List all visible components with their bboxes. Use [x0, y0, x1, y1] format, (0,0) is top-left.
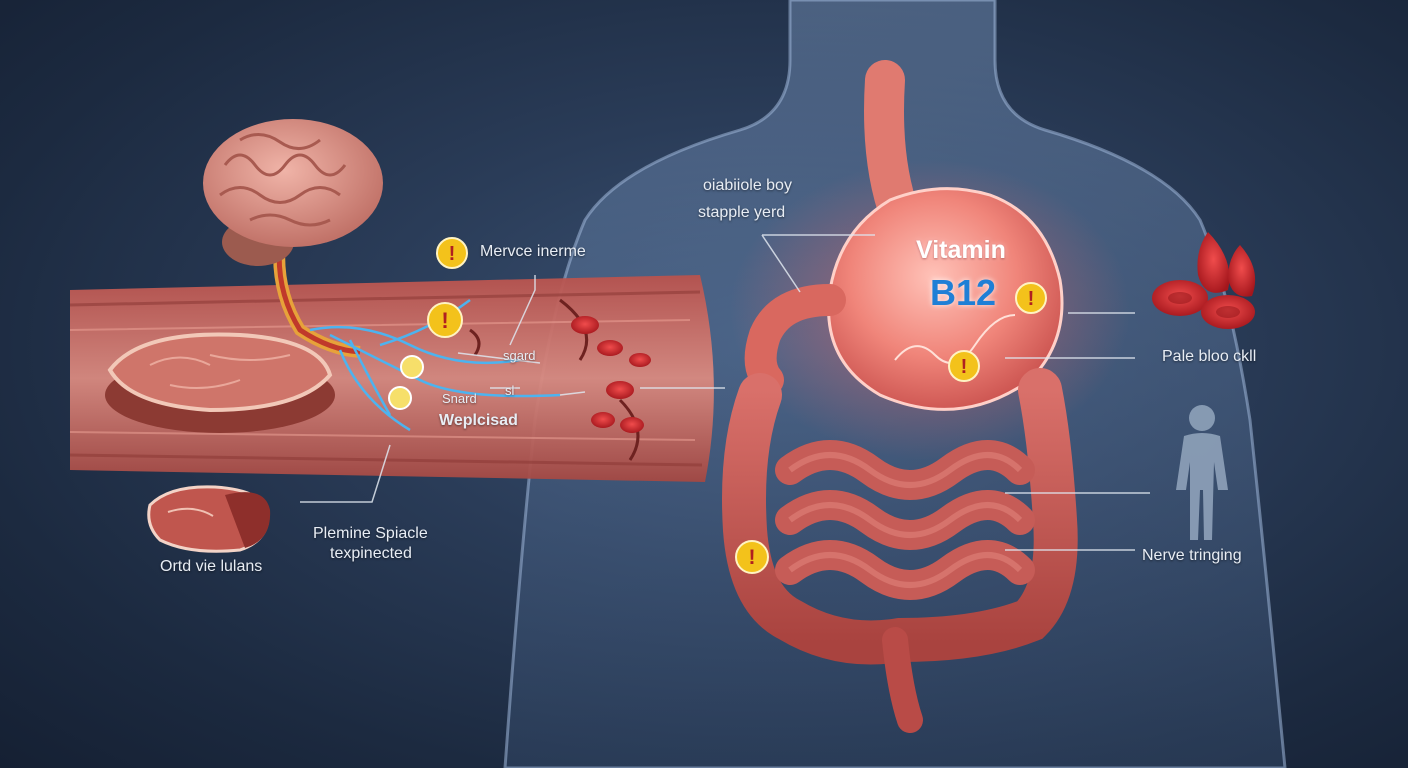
svg-text:!: ! — [1028, 288, 1035, 310]
svg-text:!: ! — [449, 243, 456, 265]
meat-cut-icon — [147, 485, 271, 553]
nerve-sublabel-a: sgard — [503, 348, 536, 363]
red-blood-cell-cluster-icon — [1152, 232, 1256, 329]
nerve-tingling-label: Nerve tringing — [1142, 547, 1242, 564]
vitamin-title: Vitamin — [916, 236, 1006, 264]
vitamin-b12-label: B12 — [930, 272, 997, 313]
warning-icon: ! ! ! ! ! — [427, 237, 1047, 574]
intestine-icon — [722, 368, 1078, 733]
body-label-line1: oiabiiole boy — [703, 177, 792, 194]
nerve-sublabel-d: Weplcisad — [439, 412, 518, 429]
pale-blood-cell-label: Pale bloo ckll — [1162, 348, 1257, 365]
leader-lines — [300, 234, 1150, 551]
red-blood-cell-icon — [571, 316, 651, 433]
human-silhouette-icon — [1176, 405, 1228, 540]
nerve-icon — [309, 298, 561, 432]
absorption-label-line2: texpinected — [330, 545, 412, 562]
nerve-label: Mervce inerme — [480, 243, 586, 260]
food-sources-label: Ortd vie lulans — [160, 558, 263, 575]
absorption-label-line1: Plemine Spiacle — [313, 525, 428, 542]
steak-icon — [105, 332, 335, 433]
nerve-sublabel-c: Snard — [442, 391, 477, 406]
nerve-sublabel-b: sl — [505, 383, 515, 398]
stomach-icon — [744, 60, 1064, 411]
svg-text:!: ! — [441, 308, 448, 333]
brain-icon — [203, 119, 383, 358]
svg-text:!: ! — [749, 546, 756, 569]
svg-text:!: ! — [961, 356, 968, 378]
body-label-line2: stapple yerd — [698, 204, 786, 221]
